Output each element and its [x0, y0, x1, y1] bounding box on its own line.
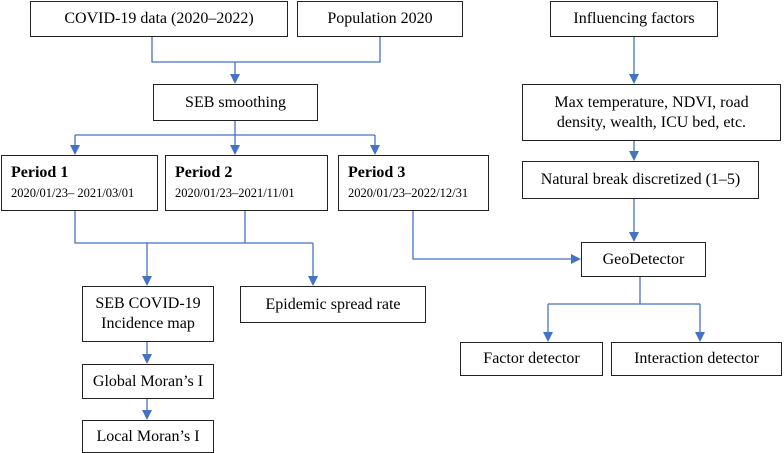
factor-detector-label: Factor detector [483, 350, 580, 367]
period1-dates: 2020/01/23– 2021/03/01 [11, 186, 135, 200]
factor-list-line1: Max temperature, NDVI, road [554, 93, 749, 111]
spread-rate-box: Epidemic spread rate [240, 286, 426, 323]
interaction-detector-box: Interaction detector [611, 342, 782, 376]
period1-title: Period 1 [11, 164, 69, 181]
connector-seb-split [75, 121, 375, 136]
global-moran-label: Global Moran’s I [92, 372, 204, 390]
seb-map-box: SEB COVID-19 Incidence map [82, 286, 214, 342]
connector-geodetector-split [548, 277, 700, 305]
factor-detector-box: Factor detector [460, 342, 603, 376]
factor-list-line2: density, wealth, ICU bed, etc. [556, 113, 747, 131]
natural-break-box: Natural break discretized (1–5) [522, 161, 759, 199]
geodetector-box: GeoDetector [581, 242, 706, 277]
period2-title: Period 2 [175, 164, 233, 181]
seb-smoothing-box: SEB smoothing [153, 84, 318, 121]
period3-title: Period 3 [348, 164, 406, 181]
influencing-factors-box: Influencing factors [550, 1, 718, 37]
natural-break-label: Natural break discretized (1–5) [540, 171, 741, 188]
local-moran-box: Local Moran’s I [82, 420, 214, 453]
geodetector-label: GeoDetector [602, 250, 685, 268]
seb-map-line2: Incidence map [101, 315, 195, 332]
interaction-detector-label: Interaction detector [634, 350, 759, 367]
period2-dates: 2020/01/23–2021/11/01 [175, 186, 295, 200]
local-moran-label: Local Moran’s I [96, 427, 200, 445]
spread-rate-label: Epidemic spread rate [265, 295, 401, 313]
seb-map-line1: SEB COVID-19 [95, 295, 201, 312]
period3-dates: 2020/01/23–2022/12/31 [348, 186, 469, 200]
population-box: Population 2020 [297, 1, 463, 37]
population-label: Population 2020 [327, 10, 433, 27]
covid-data-box: COVID-19 data (2020–2022) [30, 1, 288, 37]
seb-smoothing-label: SEB smoothing [185, 93, 286, 111]
arrow-period3-to-geodetector [412, 211, 581, 264]
connector-periods-merge [74, 211, 313, 244]
period2-box: Period 2 2020/01/23–2021/11/01 [165, 155, 328, 211]
influencing-factors-label: Influencing factors [573, 10, 695, 27]
period3-box: Period 3 2020/01/23–2022/12/31 [338, 155, 489, 211]
period1-box: Period 1 2020/01/23– 2021/03/01 [1, 155, 158, 211]
global-moran-box: Global Moran’s I [82, 364, 214, 399]
factor-list-box: Max temperature, NDVI, road density, wea… [522, 84, 781, 141]
covid-data-label: COVID-19 data (2020–2022) [64, 10, 254, 27]
connector-covid-data [151, 37, 381, 63]
